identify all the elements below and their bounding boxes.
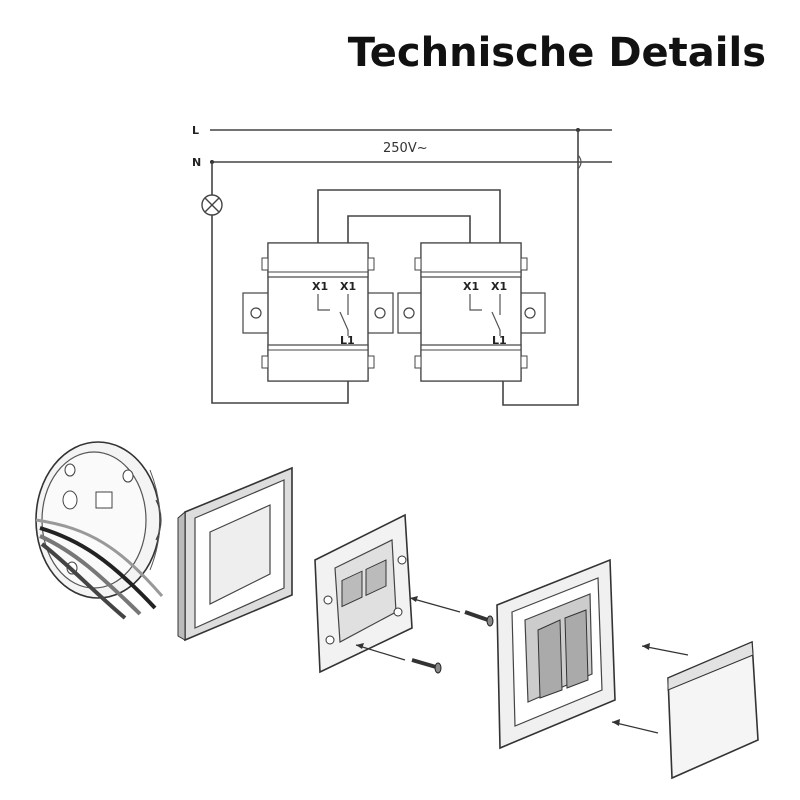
- line-feed-wire: [502, 130, 579, 406]
- terminal-x1-b: X1: [340, 280, 356, 293]
- contact-line: [317, 294, 330, 311]
- assembly-illustration: [35, 441, 759, 780]
- switch-left: X1 X1 L1: [242, 242, 394, 382]
- switch-contact: [339, 311, 349, 336]
- wire-crossing: [577, 154, 582, 170]
- terminal-l1: L1: [340, 334, 355, 347]
- terminal-x1-a: X1: [463, 280, 479, 293]
- rocker-cover: [667, 640, 759, 780]
- terminal-l1: L1: [492, 334, 507, 347]
- cover-frame: [496, 558, 616, 750]
- rocker-arrows: [611, 643, 689, 734]
- screw-arrows: [355, 596, 461, 661]
- cables: [35, 518, 164, 620]
- traveller-wire-inner: [347, 215, 471, 245]
- mounting-frame: [177, 466, 293, 642]
- terminal-x1-b: X1: [491, 280, 507, 293]
- switch-contact: [491, 311, 501, 336]
- terminal-x1-a: X1: [312, 280, 328, 293]
- contact-line: [469, 294, 482, 311]
- lamp-wire-bottom: [211, 215, 349, 404]
- switch-insert: [314, 513, 413, 674]
- line-label: L: [192, 124, 199, 137]
- lamp-symbol: [201, 194, 223, 216]
- traveller-wire-outer: [317, 189, 501, 245]
- page-title: Technische Details: [347, 30, 766, 76]
- switch-right: X1 X1 L1: [397, 242, 546, 382]
- neutral-label: N: [192, 156, 201, 169]
- screw-bottom: [411, 658, 442, 674]
- wiring-schematic: L N 250V~: [192, 124, 612, 406]
- screw-top: [464, 610, 494, 627]
- voltage-label: 250V~: [383, 141, 428, 156]
